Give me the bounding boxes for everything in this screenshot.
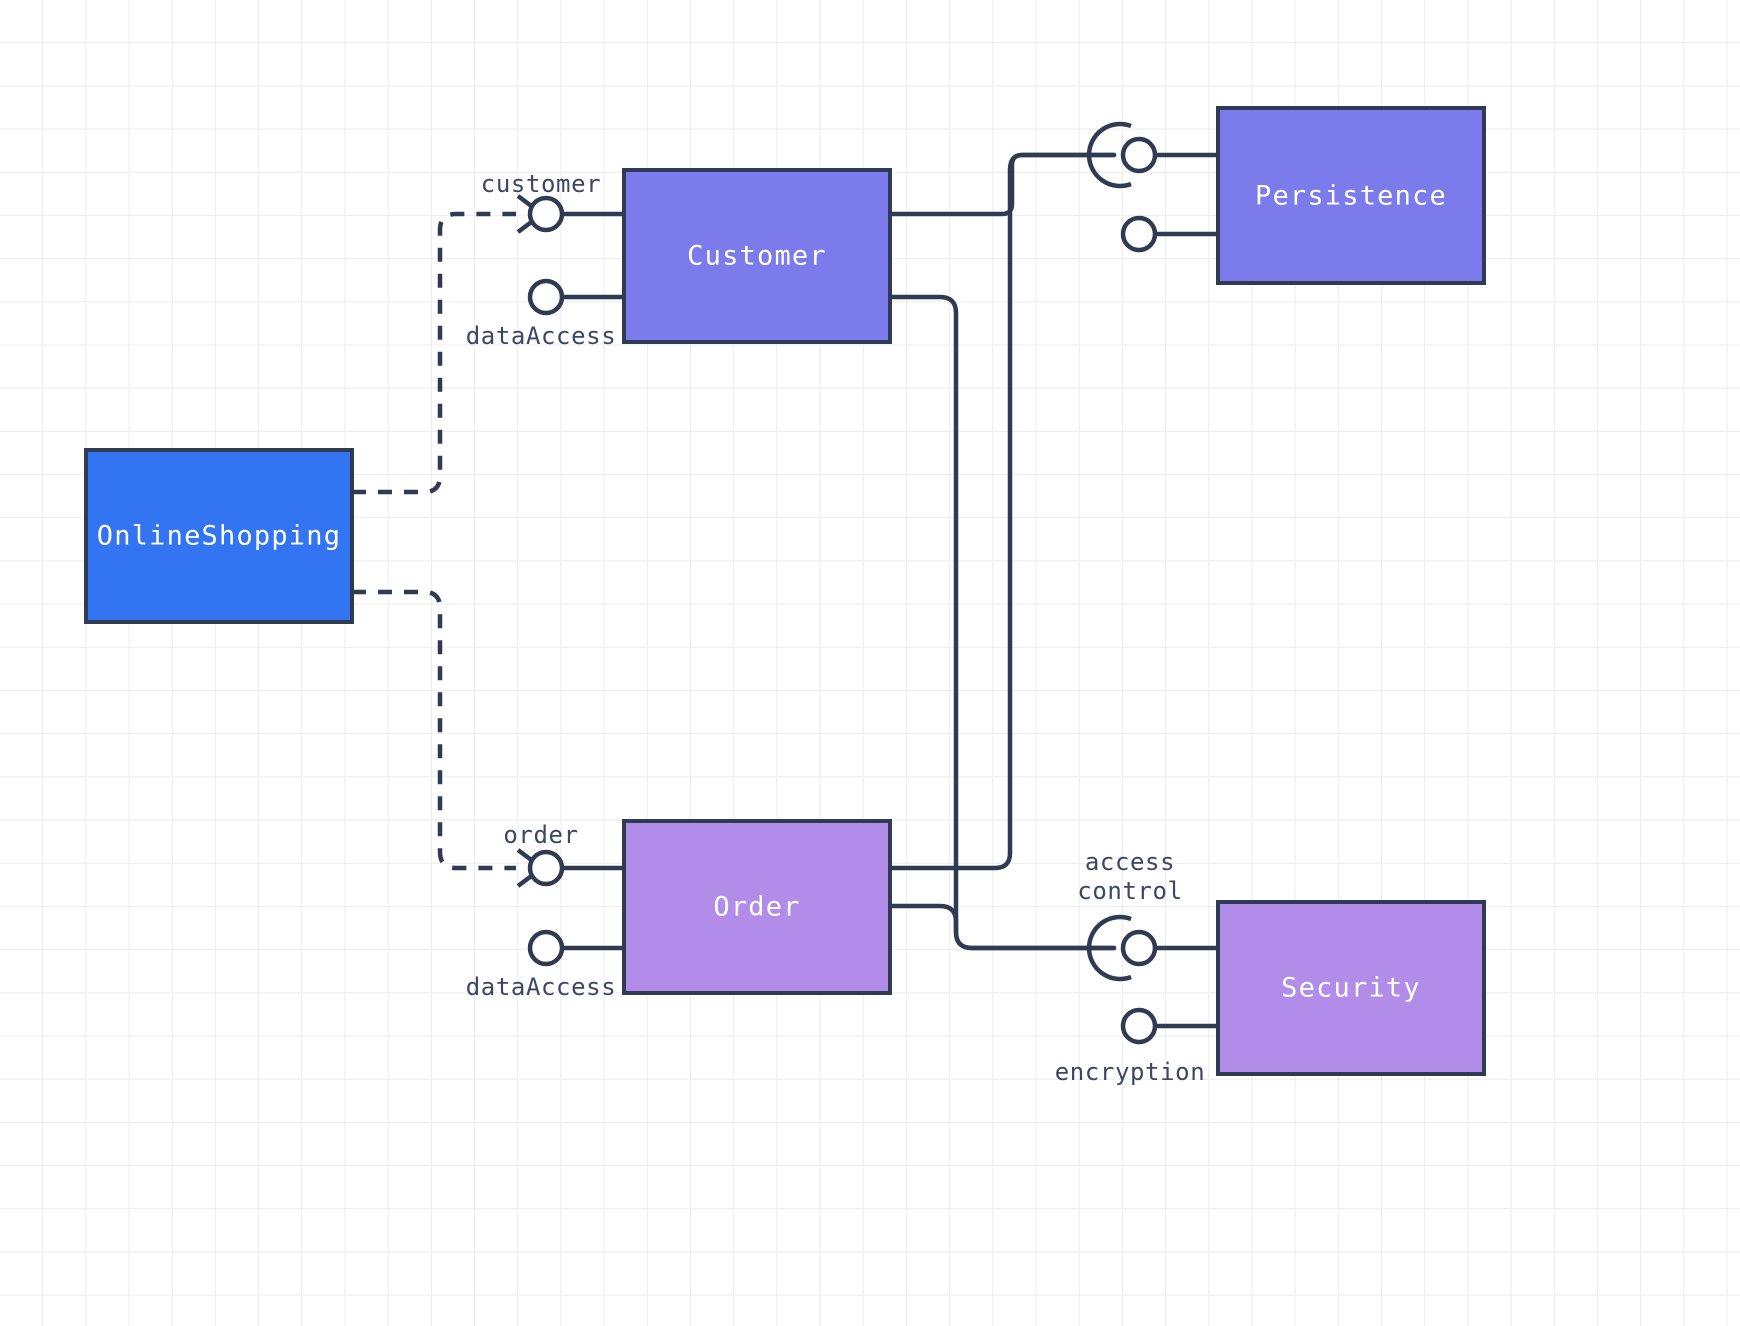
connector-order-to-persistence[interactable]	[887, 152, 1117, 871]
interface-accesscontrol-label-line1: access	[1085, 848, 1175, 876]
interface-customer[interactable]: customer	[481, 170, 601, 233]
component-persistence-label: Persistence	[1255, 181, 1447, 212]
component-onlineshopping-label: OnlineShopping	[97, 521, 341, 552]
assembly-stub-lines	[1154, 152, 1218, 1029]
component-order-label: Order	[713, 892, 800, 923]
component-security[interactable]: Security	[1216, 900, 1486, 1076]
interface-accesscontrol-assembly[interactable]: access control	[1077, 848, 1182, 982]
interface-customer-label: customer	[481, 170, 601, 198]
component-onlineshopping[interactable]: OnlineShopping	[84, 448, 354, 624]
interface-encryption-label: encryption	[1055, 1058, 1206, 1086]
interface-accesscontrol-label-line2: control	[1077, 877, 1182, 905]
component-order[interactable]: Order	[622, 819, 892, 995]
interface-order-label: order	[503, 821, 578, 849]
interface-order[interactable]: order	[503, 821, 578, 887]
interface-dataaccess-order[interactable]: dataAccess	[466, 929, 617, 1001]
component-security-label: Security	[1281, 973, 1421, 1004]
component-customer[interactable]: Customer	[622, 168, 892, 344]
interface-encryption[interactable]: encryption	[1055, 1007, 1206, 1086]
connector-customer-to-security[interactable]	[887, 294, 1117, 951]
connector-customer-to-persistence[interactable]	[887, 152, 1117, 217]
connector-order-to-security[interactable]	[887, 903, 1117, 951]
provided-ball-icon	[1120, 1007, 1158, 1045]
interface-dataaccess-customer[interactable]: dataAccess	[466, 278, 617, 350]
component-customer-label: Customer	[687, 241, 827, 272]
interface-dataaccess-order-label: dataAccess	[466, 973, 617, 1001]
socket-arc-icon	[1086, 121, 1132, 189]
socket-arc-icon	[1086, 914, 1132, 982]
provided-ball-icon	[1120, 215, 1158, 253]
component-persistence[interactable]: Persistence	[1216, 106, 1486, 285]
interface-persistence-assembly[interactable]	[1086, 121, 1158, 189]
interface-persistence-lollipop[interactable]	[1120, 215, 1158, 253]
interface-dataaccess-customer-label: dataAccess	[466, 322, 617, 350]
interface-stub-lines	[561, 211, 624, 951]
provided-ball-icon	[1120, 136, 1158, 174]
provided-ball-icon	[1120, 929, 1158, 967]
